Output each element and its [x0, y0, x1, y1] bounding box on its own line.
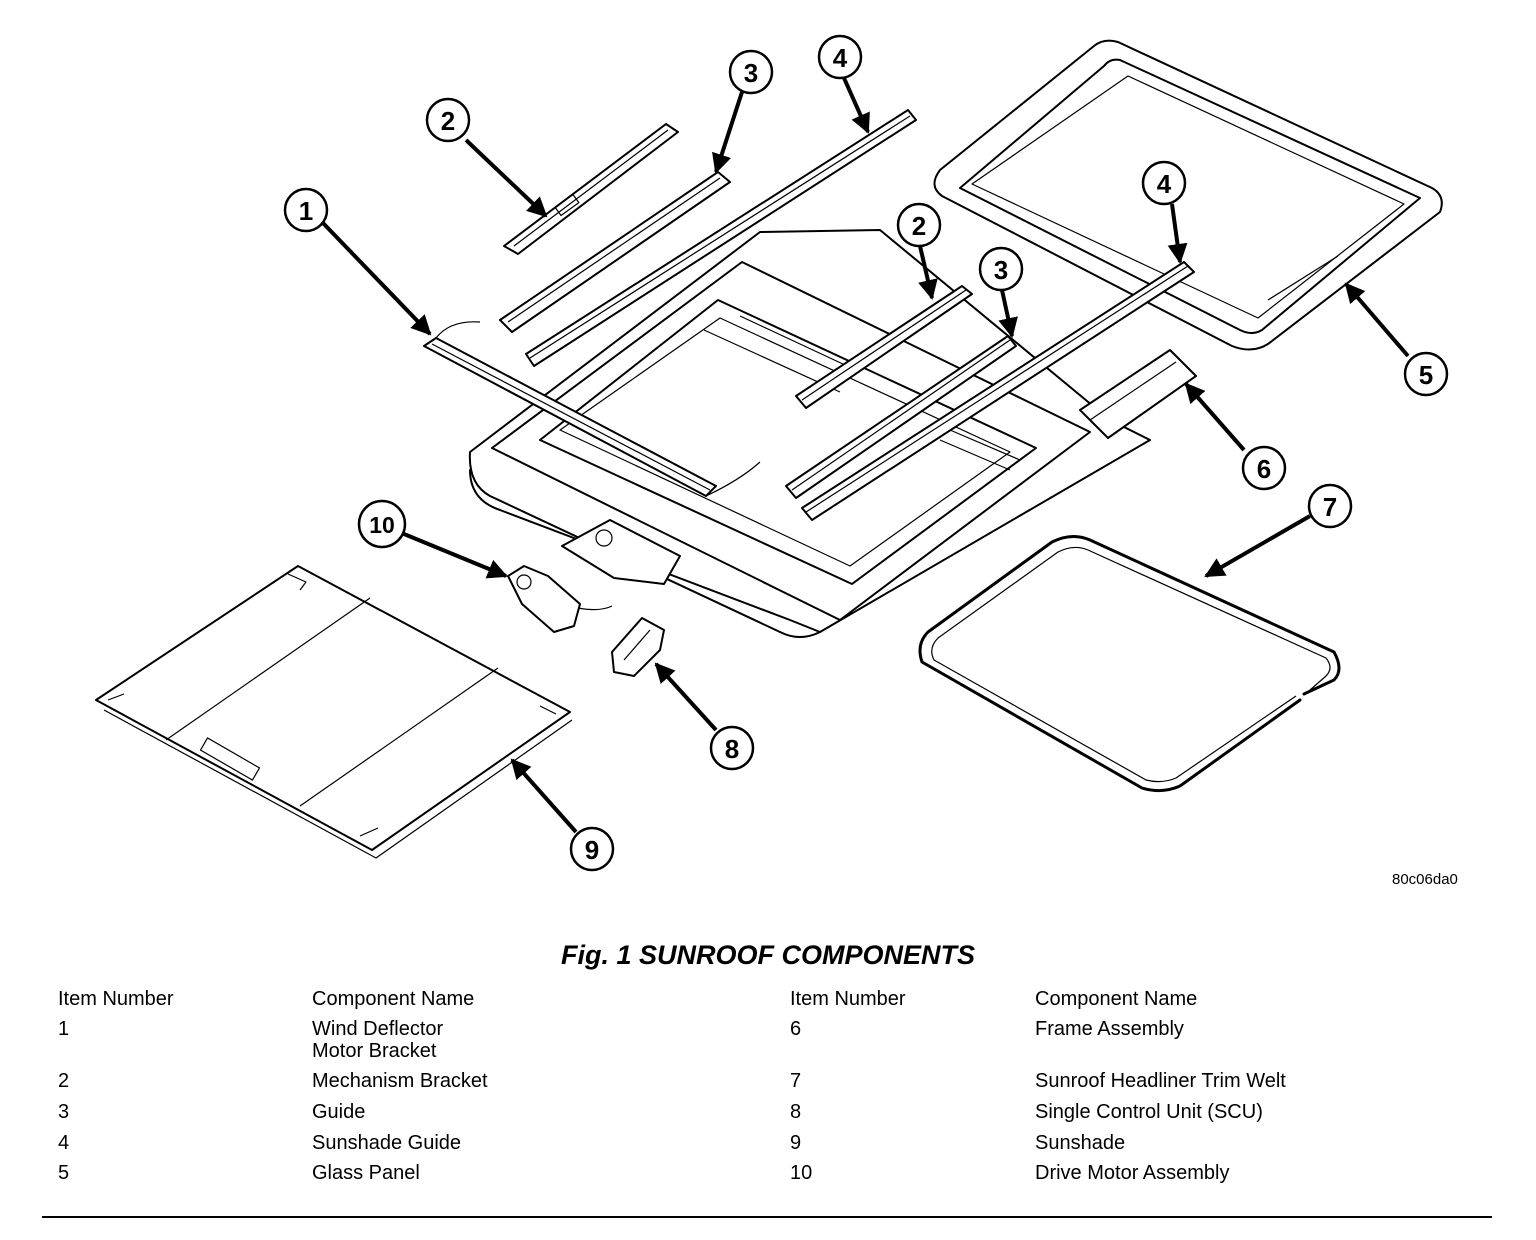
leader-10 [403, 532, 508, 579]
mechanism-bracket-left-drawing [503, 123, 679, 255]
leader-arrows [320, 77, 1410, 834]
callout-8: 8 [709, 725, 755, 771]
leader-2b [918, 245, 938, 300]
guide-left-drawing [499, 171, 731, 333]
frame-assembly-drawing [468, 229, 1197, 638]
header-component-name-left: Component Name [312, 988, 475, 1010]
row-5-left-number: 5 [58, 1162, 70, 1184]
figure-caption: Fig. 1 SUNROOF COMPONENTS [560, 940, 976, 970]
leader-1 [320, 220, 432, 336]
leader-5 [1344, 282, 1410, 358]
row-1-left-number: 1 [58, 1018, 70, 1040]
row-5-right-name: Drive Motor Assembly [1035, 1162, 1230, 1184]
callout-9: 9 [569, 826, 615, 872]
leader-4b [1167, 203, 1188, 264]
row-4-right-name: Sunshade [1035, 1132, 1126, 1154]
image-code: 80c06da0 [1392, 871, 1458, 888]
callout-10-label: 10 [369, 512, 395, 538]
leader-7 [1204, 514, 1311, 578]
callout-6: 6 [1241, 445, 1287, 491]
wind-deflector-drawing [423, 321, 761, 497]
mechanism-bracket-right-drawing [795, 285, 973, 409]
row-3-right-name: Single Control Unit (SCU) [1035, 1101, 1263, 1123]
header-item-number-left: Item Number [58, 988, 174, 1010]
callout-3-label: 3 [744, 58, 758, 88]
leader-8 [654, 662, 718, 732]
header-component-name-right: Component Name [1035, 988, 1198, 1010]
callout-6-label: 6 [1257, 454, 1271, 484]
header-item-number-right: Item Number [790, 988, 906, 1010]
row-5-right-number: 10 [790, 1162, 813, 1184]
row-2-left-name: Mechanism Bracket [312, 1070, 488, 1092]
row-1-left-name: Wind Deflector Motor Bracket [312, 1018, 444, 1062]
callout-3-right: 3 [978, 246, 1024, 292]
callout-7-label: 7 [1323, 492, 1337, 522]
callout-4-right: 4 [1141, 160, 1187, 206]
row-3-left-name: Guide [312, 1101, 366, 1123]
callout-4-label: 4 [833, 43, 848, 73]
row-4-left-name: Sunshade Guide [312, 1132, 462, 1154]
leader-9 [510, 758, 578, 834]
callout-8-label: 8 [725, 734, 739, 764]
sunshade-drawing [95, 565, 573, 859]
callout-9-label: 9 [585, 835, 599, 865]
callout-2-label: 2 [441, 106, 455, 136]
drive-motor-drawing [507, 565, 613, 633]
bottom-divider [42, 1216, 1492, 1218]
callout-1-label: 1 [299, 196, 313, 226]
callout-3: 3 [728, 49, 774, 95]
row-2-right-number: 7 [790, 1070, 802, 1092]
motor-bracket-drawing [561, 519, 681, 585]
row-4-left-number: 4 [58, 1132, 70, 1154]
callout-2-right: 2 [896, 202, 942, 248]
callout-4-right-label: 4 [1157, 169, 1172, 199]
row-2-left-number: 2 [58, 1070, 70, 1092]
glass-panel-drawing [933, 39, 1443, 351]
leader-2a [464, 138, 548, 218]
sunshade-guide-right-drawing [801, 261, 1195, 521]
row-5-left-name: Glass Panel [312, 1162, 420, 1184]
callout-2: 2 [425, 97, 471, 143]
sunshade-guide-left-drawing [525, 109, 917, 367]
guide-right-drawing [785, 335, 1017, 499]
callout-5-label: 5 [1419, 360, 1433, 390]
single-control-unit-drawing [611, 617, 665, 677]
callout-1: 1 [283, 187, 329, 233]
leader-6 [1184, 382, 1246, 452]
callout-10: 10 [357, 499, 407, 549]
row-2-right-name: Sunroof Headliner Trim Welt [1035, 1070, 1286, 1092]
row-4-right-number: 9 [790, 1132, 802, 1154]
callout-2-right-label: 2 [912, 211, 926, 241]
row-3-left-number: 3 [58, 1101, 70, 1123]
trim-welt-drawing [918, 535, 1341, 793]
callout-3-right-label: 3 [994, 255, 1008, 285]
row-1-right-number: 6 [790, 1018, 802, 1040]
leader-3b [998, 289, 1018, 338]
row-1-right-name: Frame Assembly [1035, 1018, 1184, 1040]
callout-7: 7 [1307, 483, 1353, 529]
callout-4: 4 [817, 34, 863, 80]
exploded-sunroof-diagram: 1 2 3 4 2 3 4 5 6 7 8 9 [95, 34, 1449, 872]
leader-3a [712, 91, 744, 174]
callout-5: 5 [1403, 351, 1449, 397]
leader-4a [842, 77, 870, 134]
row-3-right-number: 8 [790, 1101, 802, 1123]
